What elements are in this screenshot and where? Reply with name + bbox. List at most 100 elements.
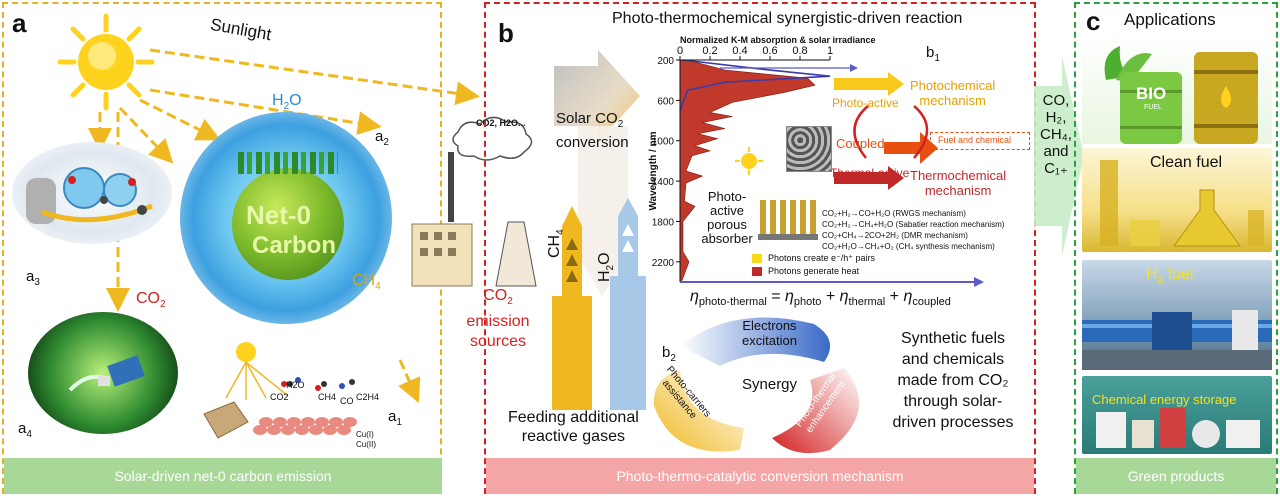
- legend-red-swatch: [752, 267, 762, 276]
- x-tick-label-2: 0.4: [732, 45, 747, 57]
- a2-a: a: [375, 128, 384, 145]
- b2-b: b: [662, 344, 671, 361]
- solar-conversion-text: conversion: [556, 134, 629, 151]
- synthetic-fuels-label: Synthetic fuels and chemicals made from …: [874, 328, 1032, 433]
- a1-mini-co2: CO2: [270, 392, 289, 402]
- panel-b-footer: Photo-thermo-catalytic conversion mechan…: [486, 458, 1034, 494]
- bio-label: BIO: [1136, 84, 1167, 103]
- globe-carbon-text: Carbon: [252, 232, 336, 259]
- transfer-line3: CH₄,: [1040, 126, 1072, 143]
- cloud-emission-text: CO2, H2O...: [476, 118, 526, 128]
- reaction-3: CO₂+CH₄→2CO+2H₂ (DMR mechanism): [822, 231, 968, 240]
- a2-label: a2: [375, 128, 389, 148]
- legend-yellow-swatch: [752, 254, 762, 263]
- a1-cu-i: Cu(I): [356, 430, 374, 439]
- b2-label: b2: [662, 344, 676, 364]
- a4-label: a4: [18, 420, 32, 440]
- eq-eta-3: η: [839, 288, 849, 305]
- b1-sub: 1: [934, 53, 940, 64]
- b1-label: b1: [926, 44, 940, 64]
- a-co2-co: CO: [136, 290, 160, 307]
- thermochemical-line1: Thermochemical: [910, 168, 1007, 183]
- a-ch4-label: CH4: [352, 272, 381, 292]
- a1-label: a1: [388, 408, 402, 428]
- feed-gas-tubes: [552, 198, 646, 410]
- x-tick-label-1: 0.2: [702, 45, 717, 57]
- electrons-excitation-label: Electrons excitation: [742, 318, 797, 348]
- a1-mini-co: CO: [340, 396, 354, 406]
- sun-icon: [57, 13, 155, 111]
- synergy-label: Synergy: [742, 376, 798, 393]
- eq-eta-4: η: [903, 288, 913, 305]
- synthetic-line5: driven processes: [892, 414, 1014, 431]
- bio-fuel-sub-label: FUEL: [1144, 104, 1162, 111]
- h2-fuel-label: H2 fuel: [1146, 266, 1193, 286]
- feeding-line2: reactive gases: [521, 428, 625, 445]
- transfer-line4: and: [1043, 143, 1069, 160]
- electrons-line1: Electrons: [742, 318, 797, 333]
- clean-fuel-label: Clean fuel: [1150, 154, 1223, 171]
- eq-eta-1: η: [690, 288, 699, 305]
- h2-sub: 2: [1157, 275, 1164, 287]
- a2-sub: 2: [383, 137, 389, 148]
- chemical-containers-icon: [1096, 408, 1260, 448]
- feeding-gases-label: Feeding additional reactive gases: [508, 408, 639, 446]
- photochemical-mechanism-label: Photochemical mechanism: [910, 78, 995, 108]
- a-ch4-ch: CH: [352, 272, 376, 289]
- panel-b-title: Photo-thermochemical synergistic-driven …: [612, 10, 963, 27]
- applications-title: Applications: [1124, 10, 1216, 29]
- thermal-active-label: Thermal-active: [830, 166, 910, 180]
- a4-a: a: [18, 420, 27, 437]
- sunlight-arrows: [88, 48, 480, 403]
- green-planet: [232, 168, 344, 280]
- synthetic-line2: and chemicals: [901, 351, 1005, 368]
- y-tick-label-2: 1000: [652, 137, 675, 148]
- a1-mini-h2o: H2O: [286, 380, 305, 390]
- x-tick-label-3: 0.6: [762, 45, 777, 57]
- a1-mini-c2h4: C2H4: [356, 392, 380, 402]
- mechanism-arrows: [834, 72, 938, 190]
- a1-a: a: [388, 408, 397, 425]
- transfer-line1: CO,: [1042, 92, 1070, 109]
- a4-sub: 4: [26, 429, 32, 440]
- transfer-line2: H₂,: [1045, 109, 1067, 126]
- feeding-line1: Feeding additional: [508, 409, 639, 426]
- a-co2-label: CO2: [136, 290, 166, 310]
- synthetic-line4: through solar-: [903, 393, 1003, 410]
- absorber-structure: [758, 200, 818, 240]
- a3-sub: 3: [34, 277, 40, 288]
- pipeline-icon: [1082, 310, 1272, 370]
- eq-sub-4: coupled: [912, 296, 951, 309]
- a1-cu-ii: Cu(II): [356, 440, 376, 449]
- synthetic-line1: Synthetic fuels: [900, 330, 1006, 347]
- h2o-feed-label: H2O: [596, 252, 616, 282]
- b-ch4-sub: 4: [555, 229, 567, 235]
- a-h2o-o: O: [289, 92, 302, 109]
- b-ch4-ch: CH: [546, 234, 563, 258]
- city-skyline: [238, 152, 338, 174]
- solar-co2-conversion-label: Solar CO2 conversion: [556, 110, 629, 152]
- efficiency-equation: ηphoto-thermal = ηphoto + ηthermal + ηco…: [690, 288, 951, 309]
- b2-sub: 2: [670, 353, 676, 364]
- eq-sub-3: thermal: [848, 296, 886, 309]
- factory-icon: [411, 116, 537, 287]
- panel-c-letter: c: [1086, 6, 1101, 36]
- h2-h: H: [1146, 266, 1158, 283]
- a-h2o-sub: 2: [283, 101, 290, 113]
- legend-photons-create: Photons create e⁻/h⁺ pairs: [768, 253, 876, 263]
- b-h2o-h: H: [596, 270, 613, 282]
- chemical-storage-label: Chemical energy storage: [1092, 392, 1237, 407]
- thermochemical-mechanism-label: Thermochemical mechanism: [910, 168, 1006, 198]
- y-axis-label: Wavelength / nm: [648, 131, 659, 210]
- a1-catalyst-diagram: [203, 342, 357, 439]
- b-h2o-o: O: [596, 252, 613, 265]
- bio-fuel-barrels-icon: [1104, 46, 1258, 144]
- electrons-line2: excitation: [742, 333, 797, 348]
- top-arrow-head: [850, 64, 858, 72]
- absorber-line4: absorber: [701, 231, 753, 246]
- eq-sub-2: photo: [793, 296, 822, 309]
- panel-c-footer: Green products: [1076, 458, 1276, 494]
- plug-icon: [68, 355, 145, 392]
- y-tick-label-4: 1800: [652, 217, 675, 228]
